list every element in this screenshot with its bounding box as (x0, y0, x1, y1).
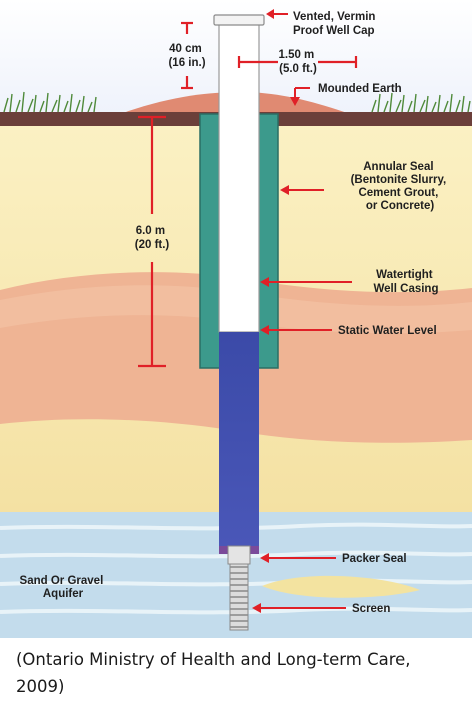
well-construction-diagram: Vented, Vermin Proof Well Cap 40 cm (16 … (0, 0, 472, 638)
well-casing (218, 21, 260, 333)
label-annular-seal: Annular Seal (Bentonite Slurry, Cement G… (351, 161, 450, 212)
figure-caption: (Ontario Ministry of Health and Long-ter… (16, 650, 411, 696)
label-cap-height: 40 cm (16 in.) (168, 43, 205, 69)
label-well-cap: Vented, Vermin Proof Well Cap (293, 11, 379, 37)
label-lateral-distance: 1.50 m (5.0 ft.) (278, 49, 317, 75)
aquifer-bands (0, 522, 472, 615)
arrow-annular-seal (280, 185, 324, 195)
sand-lens (262, 575, 420, 598)
label-screen: Screen (352, 603, 390, 615)
depth-marker (138, 115, 166, 368)
well-screen (229, 563, 249, 631)
arrow-static-water-level (260, 325, 332, 335)
grass-left (3, 91, 97, 113)
arrow-well-casing (260, 277, 352, 287)
arrow-mounded-earth (290, 87, 310, 106)
label-mounded-earth: Mounded Earth (318, 83, 402, 95)
arrow-packer-seal (260, 553, 336, 563)
screen-top-fitting (227, 545, 251, 565)
label-aquifer: Sand Or Gravel Aquifer (20, 575, 107, 600)
well-cap (213, 14, 265, 26)
label-static-water-level: Static Water Level (338, 325, 437, 337)
label-packer-seal: Packer Seal (342, 553, 407, 565)
arrow-well-cap (266, 9, 288, 19)
cap-height-marker (181, 21, 193, 90)
arrow-screen (252, 603, 346, 613)
label-well-casing: Watertight Well Casing (374, 269, 439, 295)
lateral-distance-marker (237, 56, 358, 68)
label-depth: 6.0 m (20 ft.) (135, 225, 170, 251)
grass-right (371, 92, 471, 113)
well-water-column (219, 332, 259, 548)
